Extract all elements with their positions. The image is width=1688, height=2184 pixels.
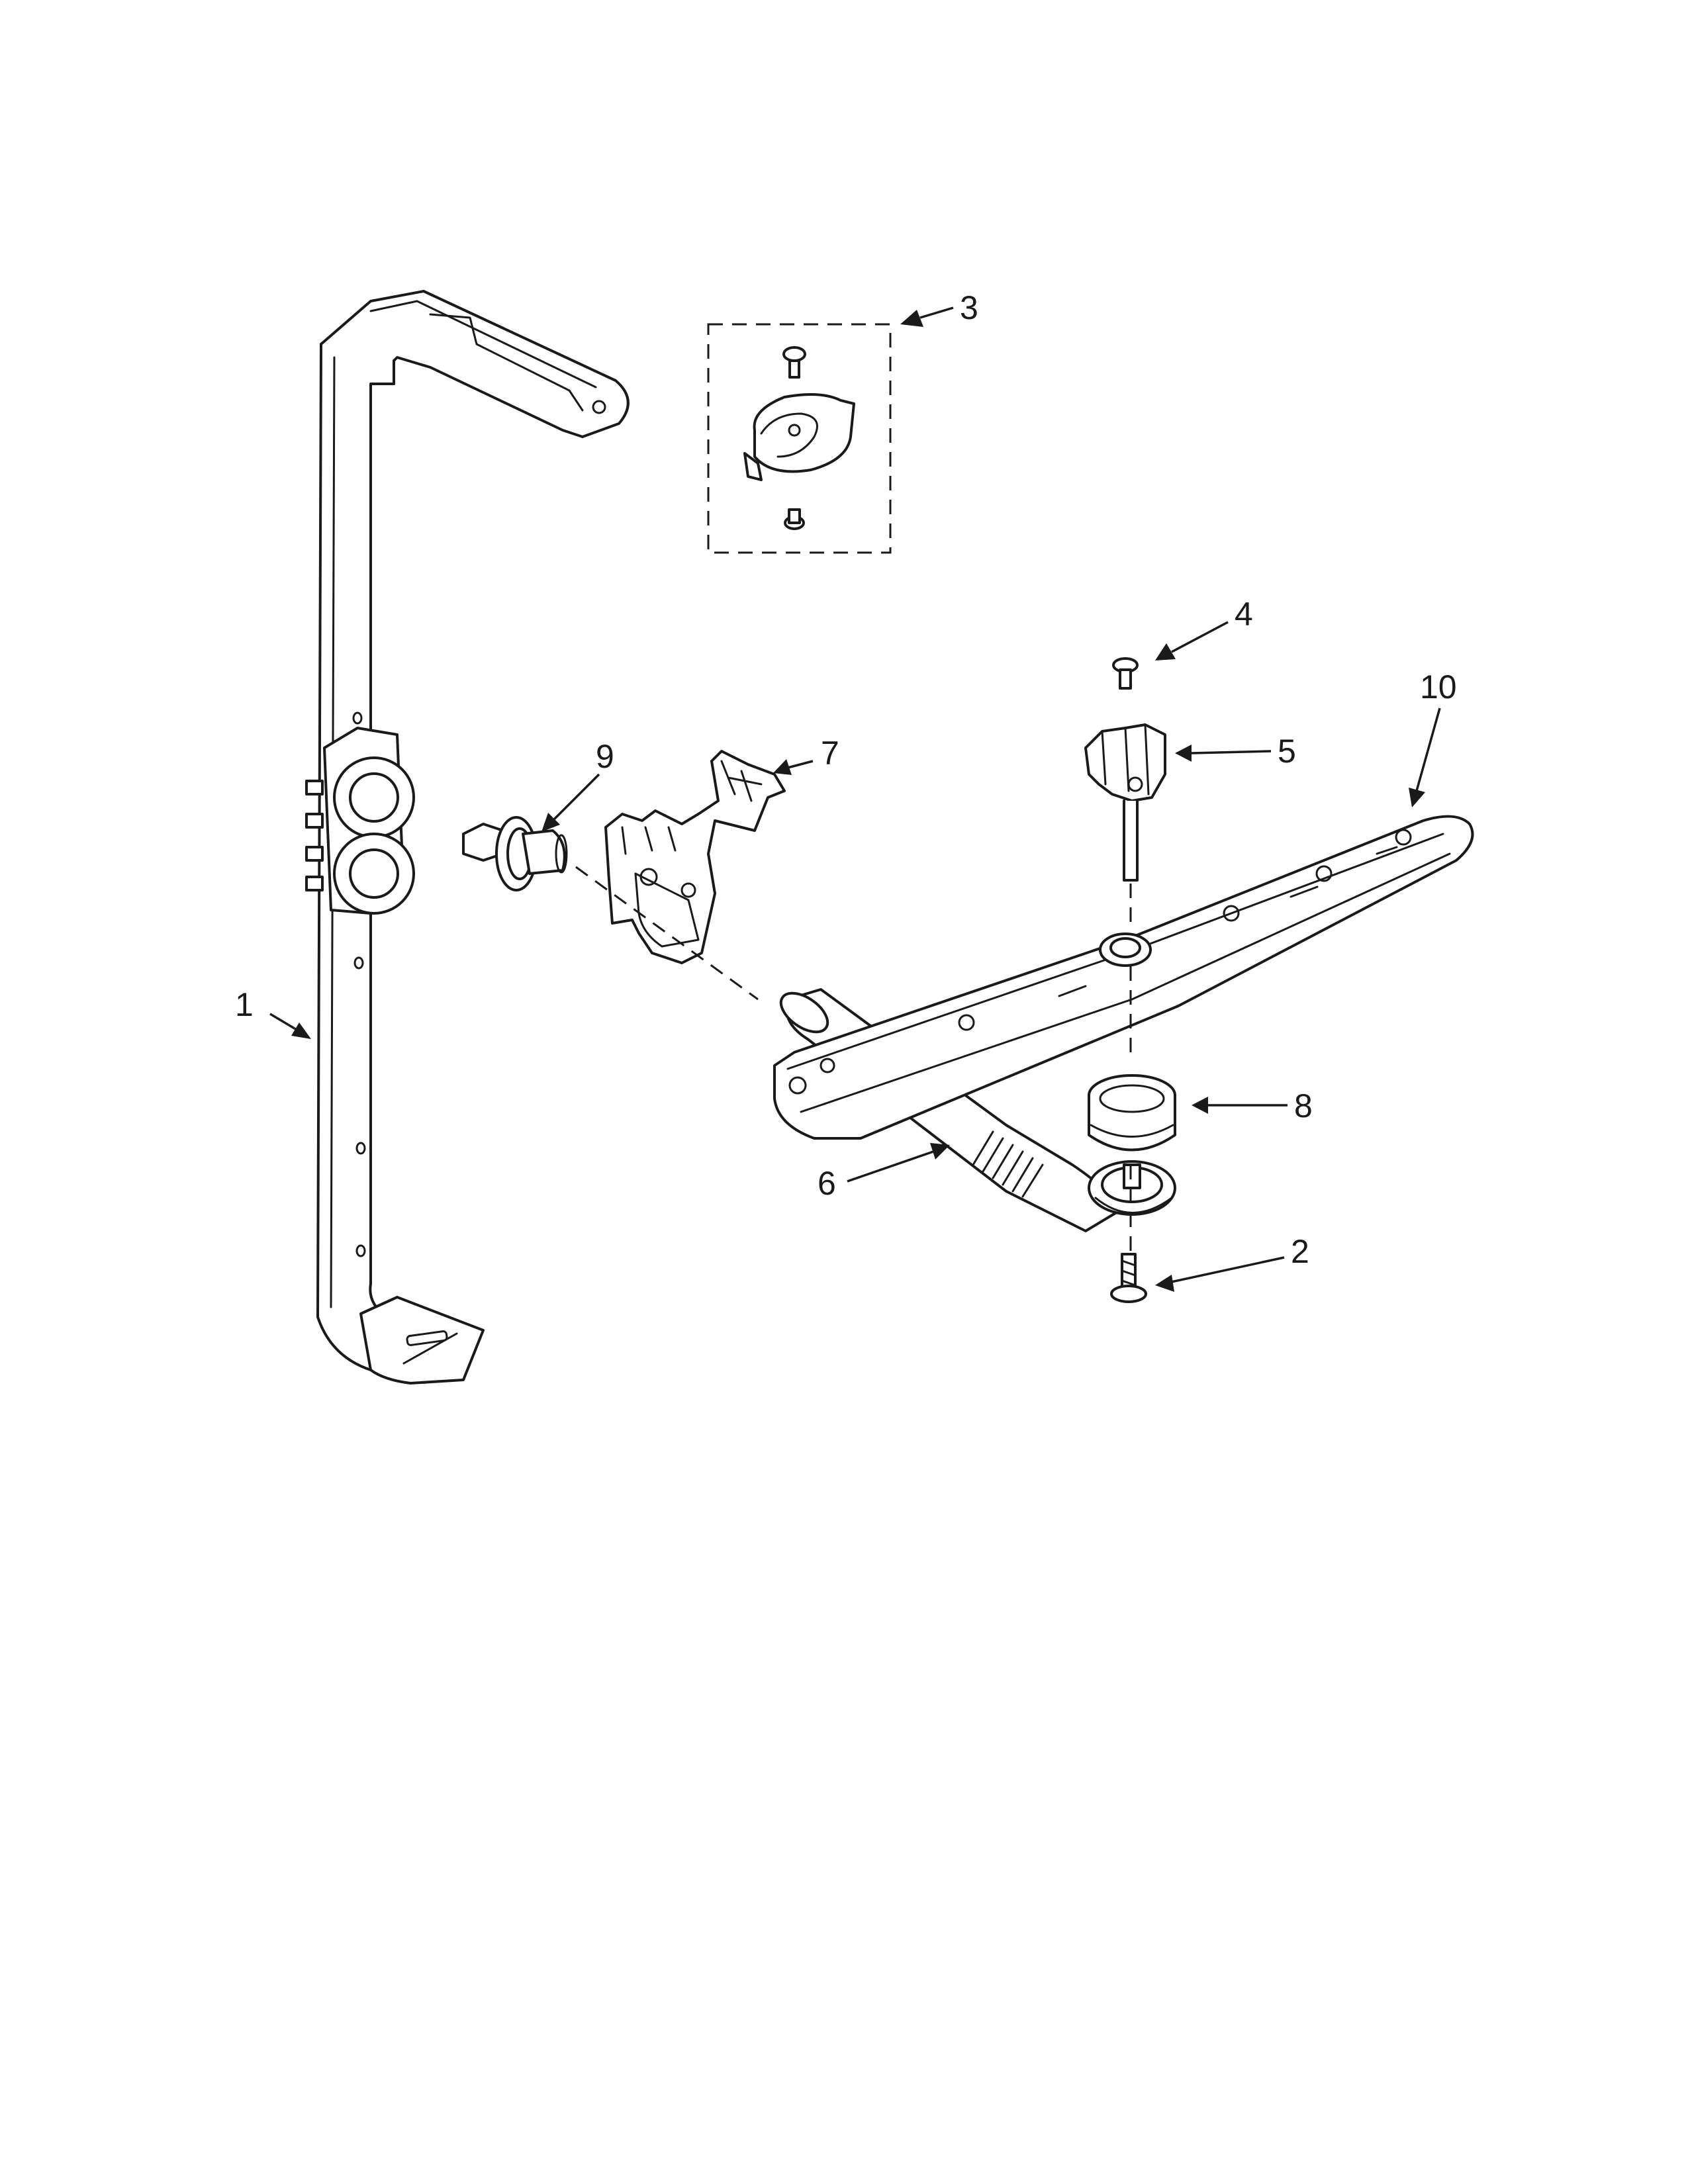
callout-6: 6 — [818, 1165, 836, 1202]
part-10-spray-arm — [773, 815, 1474, 1140]
part-5-clip — [1084, 723, 1166, 882]
part-4-screw — [1112, 657, 1139, 690]
part-8-bearing-ring — [1088, 1074, 1176, 1152]
callout-10: 10 — [1420, 668, 1457, 705]
part-7-bracket — [604, 750, 786, 964]
part-2-screw — [1110, 1253, 1147, 1303]
part-1-supply-tube — [305, 290, 630, 1385]
alignment-line — [575, 866, 759, 1001]
part-9-connector — [462, 816, 568, 891]
callout-labels: 1 2 3 4 5 6 7 8 9 10 — [235, 289, 1457, 1270]
callout-1: 1 — [235, 986, 254, 1023]
part-3-mounting-kit — [707, 323, 892, 554]
callout-4: 4 — [1235, 596, 1253, 633]
callout-9: 9 — [596, 738, 614, 775]
callout-8: 8 — [1294, 1087, 1313, 1124]
leader-lines — [269, 306, 1441, 1292]
callout-2: 2 — [1291, 1233, 1309, 1270]
callout-3: 3 — [960, 289, 978, 326]
callout-5: 5 — [1278, 733, 1296, 770]
callout-7: 7 — [821, 735, 839, 772]
